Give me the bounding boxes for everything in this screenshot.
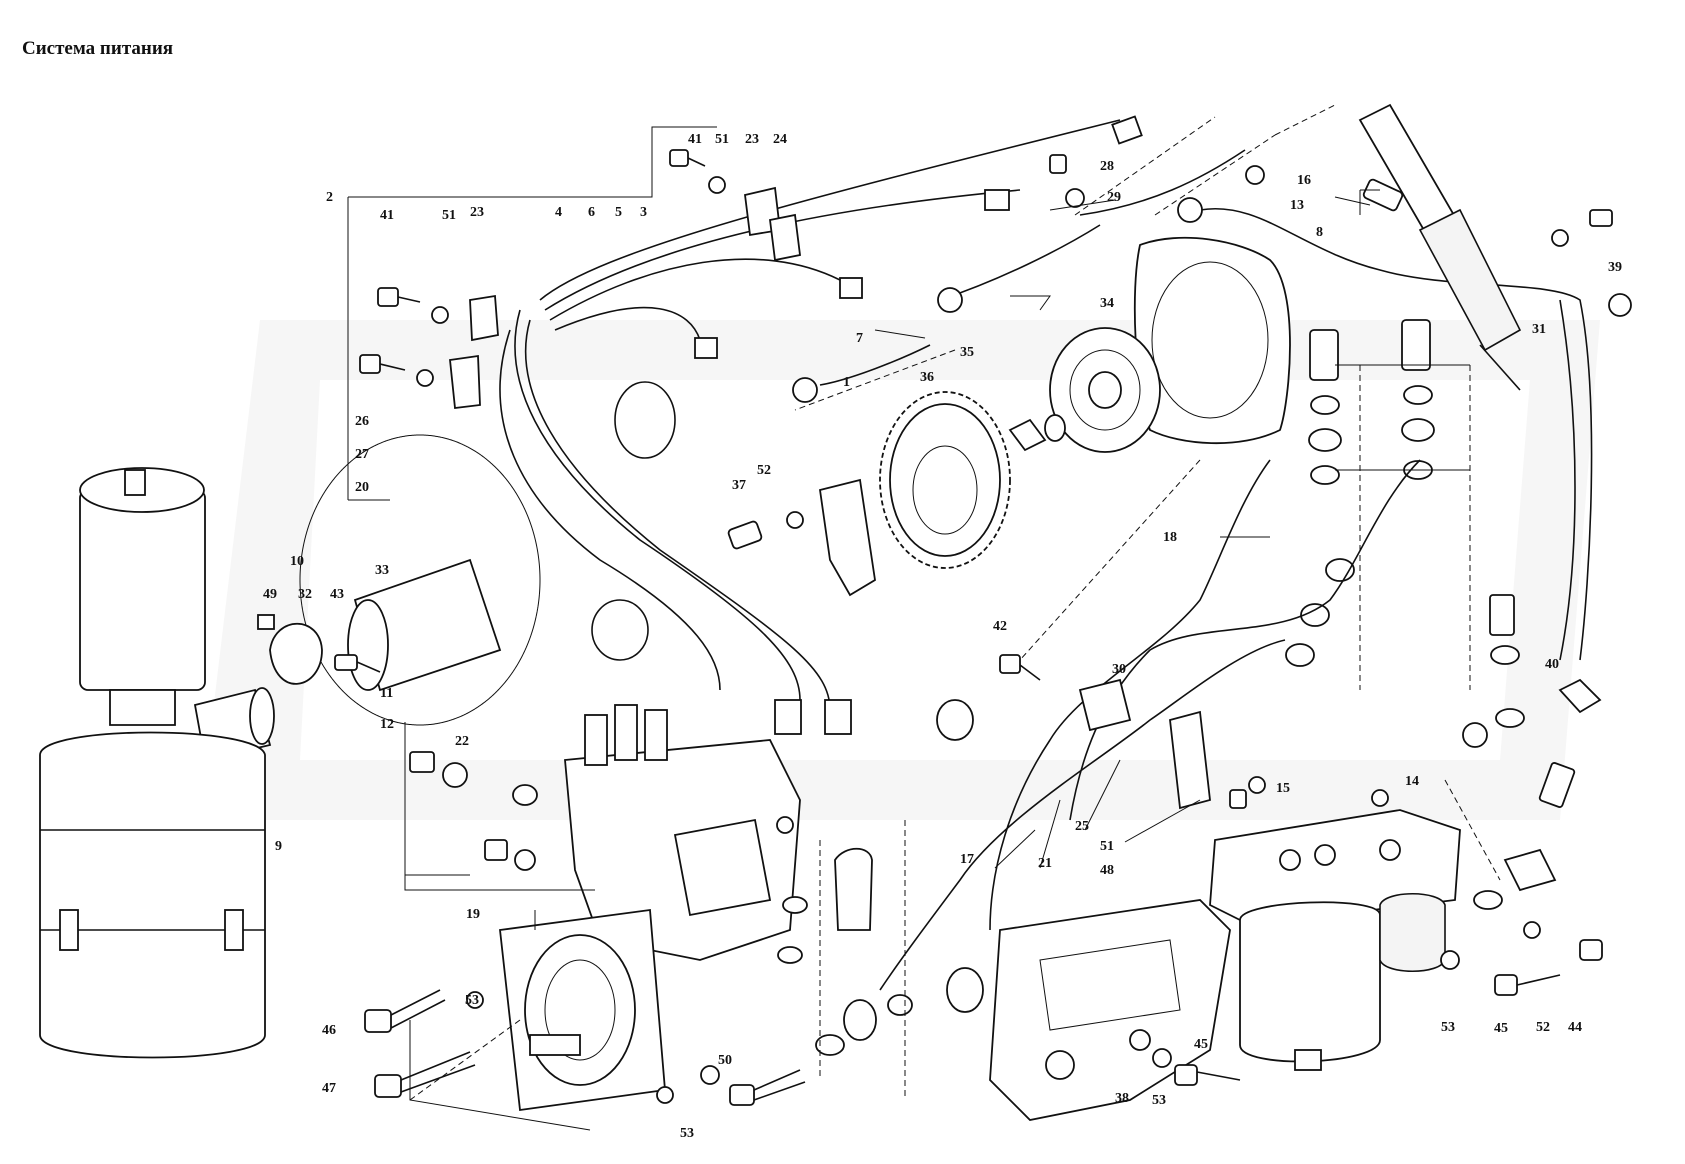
callout-33: 33 bbox=[375, 563, 389, 578]
callout-7: 7 bbox=[856, 331, 863, 346]
callout-23a: 23 bbox=[470, 205, 484, 220]
callout-15: 15 bbox=[1276, 781, 1290, 796]
callout-35: 35 bbox=[960, 345, 974, 360]
injection-pump bbox=[499, 704, 873, 1112]
callout-38: 38 bbox=[1115, 1091, 1129, 1106]
callout-13: 13 bbox=[1290, 198, 1304, 213]
callout-20: 20 bbox=[355, 480, 369, 495]
callout-12: 12 bbox=[380, 717, 394, 732]
fuel-filter bbox=[1209, 809, 1461, 1071]
callout-3: 3 bbox=[640, 205, 647, 220]
callout-9: 9 bbox=[275, 839, 282, 854]
callout-45b: 45 bbox=[1194, 1037, 1208, 1052]
callout-26: 26 bbox=[355, 414, 369, 429]
callout-53c: 53 bbox=[1152, 1093, 1166, 1108]
callout-17: 17 bbox=[960, 852, 974, 867]
callout-6: 6 bbox=[588, 205, 595, 220]
callout-34: 34 bbox=[1100, 296, 1114, 311]
fittings-right bbox=[1285, 319, 1602, 910]
callout-24: 24 bbox=[773, 132, 787, 147]
pipe-clamps bbox=[449, 186, 801, 410]
low-pressure-lines bbox=[843, 459, 1421, 1041]
callout-labels: 1 2 3 4 5 6 7 8 9 10 11 12 13 14 15 16 1… bbox=[263, 132, 1622, 1141]
callout-22: 22 bbox=[455, 734, 469, 749]
callout-27: 27 bbox=[355, 447, 369, 462]
drive-gear bbox=[879, 391, 1011, 569]
callout-48: 48 bbox=[1100, 863, 1114, 878]
callout-51c: 51 bbox=[1100, 839, 1114, 854]
callout-21: 21 bbox=[1038, 856, 1052, 871]
callout-47: 47 bbox=[322, 1081, 336, 1096]
callout-53d: 53 bbox=[1441, 1020, 1455, 1035]
callout-2: 2 bbox=[326, 190, 333, 205]
callout-51b: 51 bbox=[715, 132, 729, 147]
return-lines bbox=[792, 149, 1593, 661]
callout-43: 43 bbox=[330, 587, 344, 602]
callout-50: 50 bbox=[718, 1053, 732, 1068]
callout-23b: 23 bbox=[745, 132, 759, 147]
watermark bbox=[200, 320, 1600, 820]
callout-14: 14 bbox=[1405, 774, 1419, 789]
callout-37: 37 bbox=[732, 478, 746, 493]
callout-5: 5 bbox=[615, 205, 622, 220]
leader-lines bbox=[347, 104, 1501, 1131]
mounting-bolts bbox=[364, 654, 1603, 1106]
callout-41a: 41 bbox=[380, 208, 394, 223]
callout-31: 31 bbox=[1532, 322, 1546, 337]
callout-46: 46 bbox=[322, 1023, 336, 1038]
callout-44: 44 bbox=[1568, 1020, 1582, 1035]
callout-11: 11 bbox=[380, 686, 393, 701]
injector bbox=[1358, 103, 1522, 391]
callout-41b: 41 bbox=[688, 132, 702, 147]
callout-1: 1 bbox=[843, 375, 850, 390]
gasket-plate bbox=[1133, 236, 1291, 445]
callout-30: 30 bbox=[1112, 662, 1126, 677]
callout-28: 28 bbox=[1100, 159, 1114, 174]
callout-40: 40 bbox=[1545, 657, 1559, 672]
callout-36: 36 bbox=[920, 370, 934, 385]
callout-49: 49 bbox=[263, 587, 277, 602]
callout-25: 25 bbox=[1075, 819, 1089, 834]
coupling-disc bbox=[1008, 327, 1161, 453]
callout-19: 19 bbox=[466, 907, 480, 922]
callout-51a: 51 bbox=[442, 208, 456, 223]
callout-10: 10 bbox=[290, 554, 304, 569]
callout-8: 8 bbox=[1316, 225, 1323, 240]
injection-pipes bbox=[499, 115, 1143, 735]
small-fasteners-top bbox=[359, 149, 1632, 387]
callout-32: 32 bbox=[298, 587, 312, 602]
callout-52a: 52 bbox=[757, 463, 771, 478]
callout-18: 18 bbox=[1163, 530, 1177, 545]
callout-39: 39 bbox=[1608, 260, 1622, 275]
bracket-37 bbox=[727, 478, 876, 597]
page-title: Система питания bbox=[22, 38, 174, 59]
callout-45a: 45 bbox=[1494, 1021, 1508, 1036]
air-filter bbox=[39, 467, 275, 1059]
callout-42: 42 bbox=[993, 619, 1007, 634]
hose-clamp-and-sleeve bbox=[257, 434, 541, 726]
callout-16: 16 bbox=[1297, 173, 1311, 188]
callout-53a: 53 bbox=[465, 993, 479, 1008]
callout-53b: 53 bbox=[680, 1126, 694, 1141]
callout-52b: 52 bbox=[1536, 1020, 1550, 1035]
callout-4: 4 bbox=[555, 205, 562, 220]
pump-bracket bbox=[989, 899, 1231, 1121]
callout-29: 29 bbox=[1107, 190, 1121, 205]
